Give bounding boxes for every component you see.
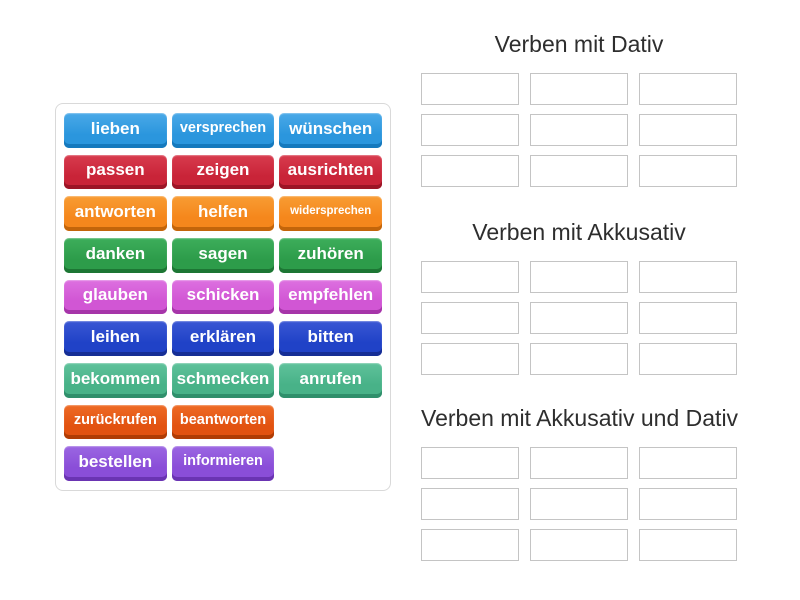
drop-slot[interactable] [639,114,737,146]
drop-slot[interactable] [421,114,519,146]
word-tile[interactable]: bestellen [64,446,167,481]
drop-slot[interactable] [421,447,519,479]
word-tile-label: wünschen [289,118,373,138]
slot-grid [421,447,737,561]
drop-slot[interactable] [530,261,628,293]
word-tile-label: bestellen [78,452,153,472]
verb-group: Verben mit Dativ [421,28,737,187]
word-tile-label: bekommen [70,368,161,388]
drop-slot[interactable] [639,447,737,479]
word-tile[interactable]: lieben [64,113,167,148]
word-tile[interactable]: zuhören [279,238,382,273]
drop-slot[interactable] [421,343,519,375]
drop-slot[interactable] [421,155,519,187]
word-tile-label: bitten [307,327,354,347]
word-tile[interactable]: schmecken [171,363,275,398]
word-tile[interactable]: bekommen [64,363,167,398]
group-title: Verben mit Akkusativ [472,219,686,245]
word-tile-label: erklären [189,327,257,347]
word-tile[interactable]: bitten [279,321,382,356]
word-tile[interactable]: zurückrufen [64,404,167,440]
word-tile[interactable]: informieren [171,446,275,481]
word-tile-label: empfehlen [288,285,374,305]
word-tile[interactable]: sagen [171,238,275,273]
word-tile[interactable]: ausrichten [279,154,382,190]
word-tile-label: leihen [90,327,140,347]
word-tile[interactable]: versprechen [171,113,275,148]
drop-slot[interactable] [530,114,628,146]
word-tile-label: ausrichten [287,160,374,180]
word-tile[interactable]: beantworten [171,404,275,440]
drop-slot[interactable] [639,261,737,293]
word-tile[interactable]: glauben [64,279,167,315]
drop-slot[interactable] [421,529,519,561]
drop-slot[interactable] [530,488,628,520]
verb-group: Verben mit Akkusativ und Dativ [421,402,739,561]
drop-slot[interactable] [639,488,737,520]
drop-slot[interactable] [639,343,737,375]
word-tile[interactable]: anrufen [279,363,382,398]
word-tile-label: helfen [197,202,249,222]
word-tile-label: anrufen [299,368,362,388]
word-tile[interactable]: danken [64,238,167,273]
slot-grid [421,261,737,375]
drop-slot[interactable] [639,73,737,105]
drop-slot[interactable] [530,73,628,105]
drop-slot[interactable] [530,343,628,375]
word-tile[interactable]: empfehlen [279,279,382,315]
group-title: Verben mit Dativ [494,31,664,57]
word-tile-label: sagen [198,243,248,263]
drop-slot[interactable] [530,302,628,334]
word-tile-label: versprechen [179,120,267,137]
word-tile[interactable]: leihen [64,321,167,356]
word-tile[interactable]: zeigen [171,154,275,190]
word-tile-label: schmecken [176,368,270,388]
drop-slot[interactable] [421,488,519,520]
drop-slot[interactable] [421,302,519,334]
word-tile-label: zurückrufen [73,411,157,428]
word-tile[interactable]: wünschen [279,113,382,148]
word-tile[interactable]: widersprechen [279,196,382,231]
word-tile-label: beantworten [179,411,267,428]
word-tile[interactable]: antworten [64,196,167,231]
word-tile-label: widersprechen [290,204,372,217]
drop-slot[interactable] [530,155,628,187]
slot-grid [421,73,737,187]
word-tile-label: passen [86,160,145,180]
word-tile-label: danken [85,243,146,263]
word-tile-label: glauben [82,285,148,305]
drop-slot[interactable] [639,529,737,561]
drop-slot[interactable] [421,73,519,105]
word-tile[interactable]: helfen [171,196,275,231]
word-tile-label: lieben [90,118,140,138]
word-tile[interactable]: erklären [171,321,275,356]
drop-slot[interactable] [530,529,628,561]
verb-group: Verben mit Akkusativ [421,216,737,375]
word-tile-label: informieren [183,453,263,470]
drop-slot[interactable] [530,447,628,479]
word-tile[interactable]: passen [64,154,167,190]
word-tile-label: schicken [186,285,260,305]
group-title: Verben mit Akkusativ und Dativ [421,405,739,431]
word-tile-label: zuhören [297,243,364,263]
drop-slot[interactable] [421,261,519,293]
drop-slot[interactable] [639,155,737,187]
word-tile-panel: lieben versprechen wünschen passen zeige… [55,103,391,491]
word-tile[interactable]: schicken [171,279,275,315]
word-tile-label: antworten [74,202,156,222]
word-tile-label: zeigen [196,160,250,180]
drop-slot[interactable] [639,302,737,334]
